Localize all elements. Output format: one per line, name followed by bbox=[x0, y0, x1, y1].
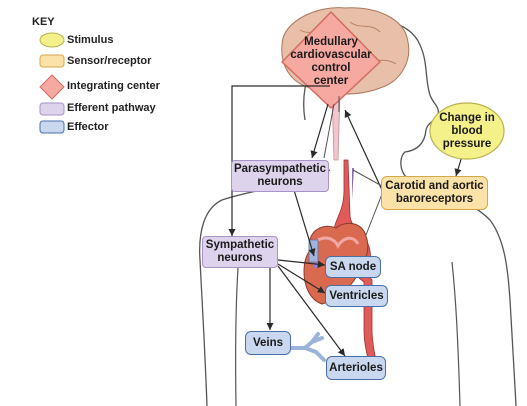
integrating-center-diamond bbox=[281, 11, 381, 109]
veins-box: Veins bbox=[245, 331, 291, 355]
arm-line-right bbox=[451, 261, 461, 406]
stimulus-ellipse bbox=[429, 102, 505, 160]
parasympathetic-neurons-box: Parasympathetic neurons bbox=[231, 160, 329, 192]
sa-node-box: SA node bbox=[325, 256, 381, 278]
sympathetic-neurons-box: Sympathetic neurons bbox=[202, 236, 278, 268]
key-sensor-swatch bbox=[39, 54, 65, 68]
key-effector-swatch bbox=[39, 120, 65, 134]
key-label-efferent: Efferent pathway bbox=[67, 102, 156, 114]
stimulus-label: Change in blood pressure bbox=[439, 112, 495, 150]
ventricles-box: Ventricles bbox=[325, 285, 388, 307]
arm-line-left bbox=[235, 267, 239, 406]
key-integrating-swatch bbox=[39, 74, 65, 100]
key-title: KEY bbox=[32, 16, 55, 28]
key-efferent-swatch bbox=[39, 102, 65, 116]
key-label-stimulus: Stimulus bbox=[67, 34, 114, 46]
key-label-sensor: Sensor/receptor bbox=[67, 55, 152, 67]
key-label-integrating: Integrating center bbox=[67, 80, 160, 92]
key-stimulus-swatch bbox=[39, 32, 65, 48]
vein-branch-icon bbox=[288, 332, 326, 362]
baroreceptor-box: Carotid and aortic baroreceptors bbox=[381, 176, 488, 210]
key-label-effector: Effector bbox=[67, 121, 109, 133]
arterioles-box: Arterioles bbox=[326, 356, 386, 380]
integrating-center-label: Medullary cardiovascular control center bbox=[290, 36, 372, 87]
